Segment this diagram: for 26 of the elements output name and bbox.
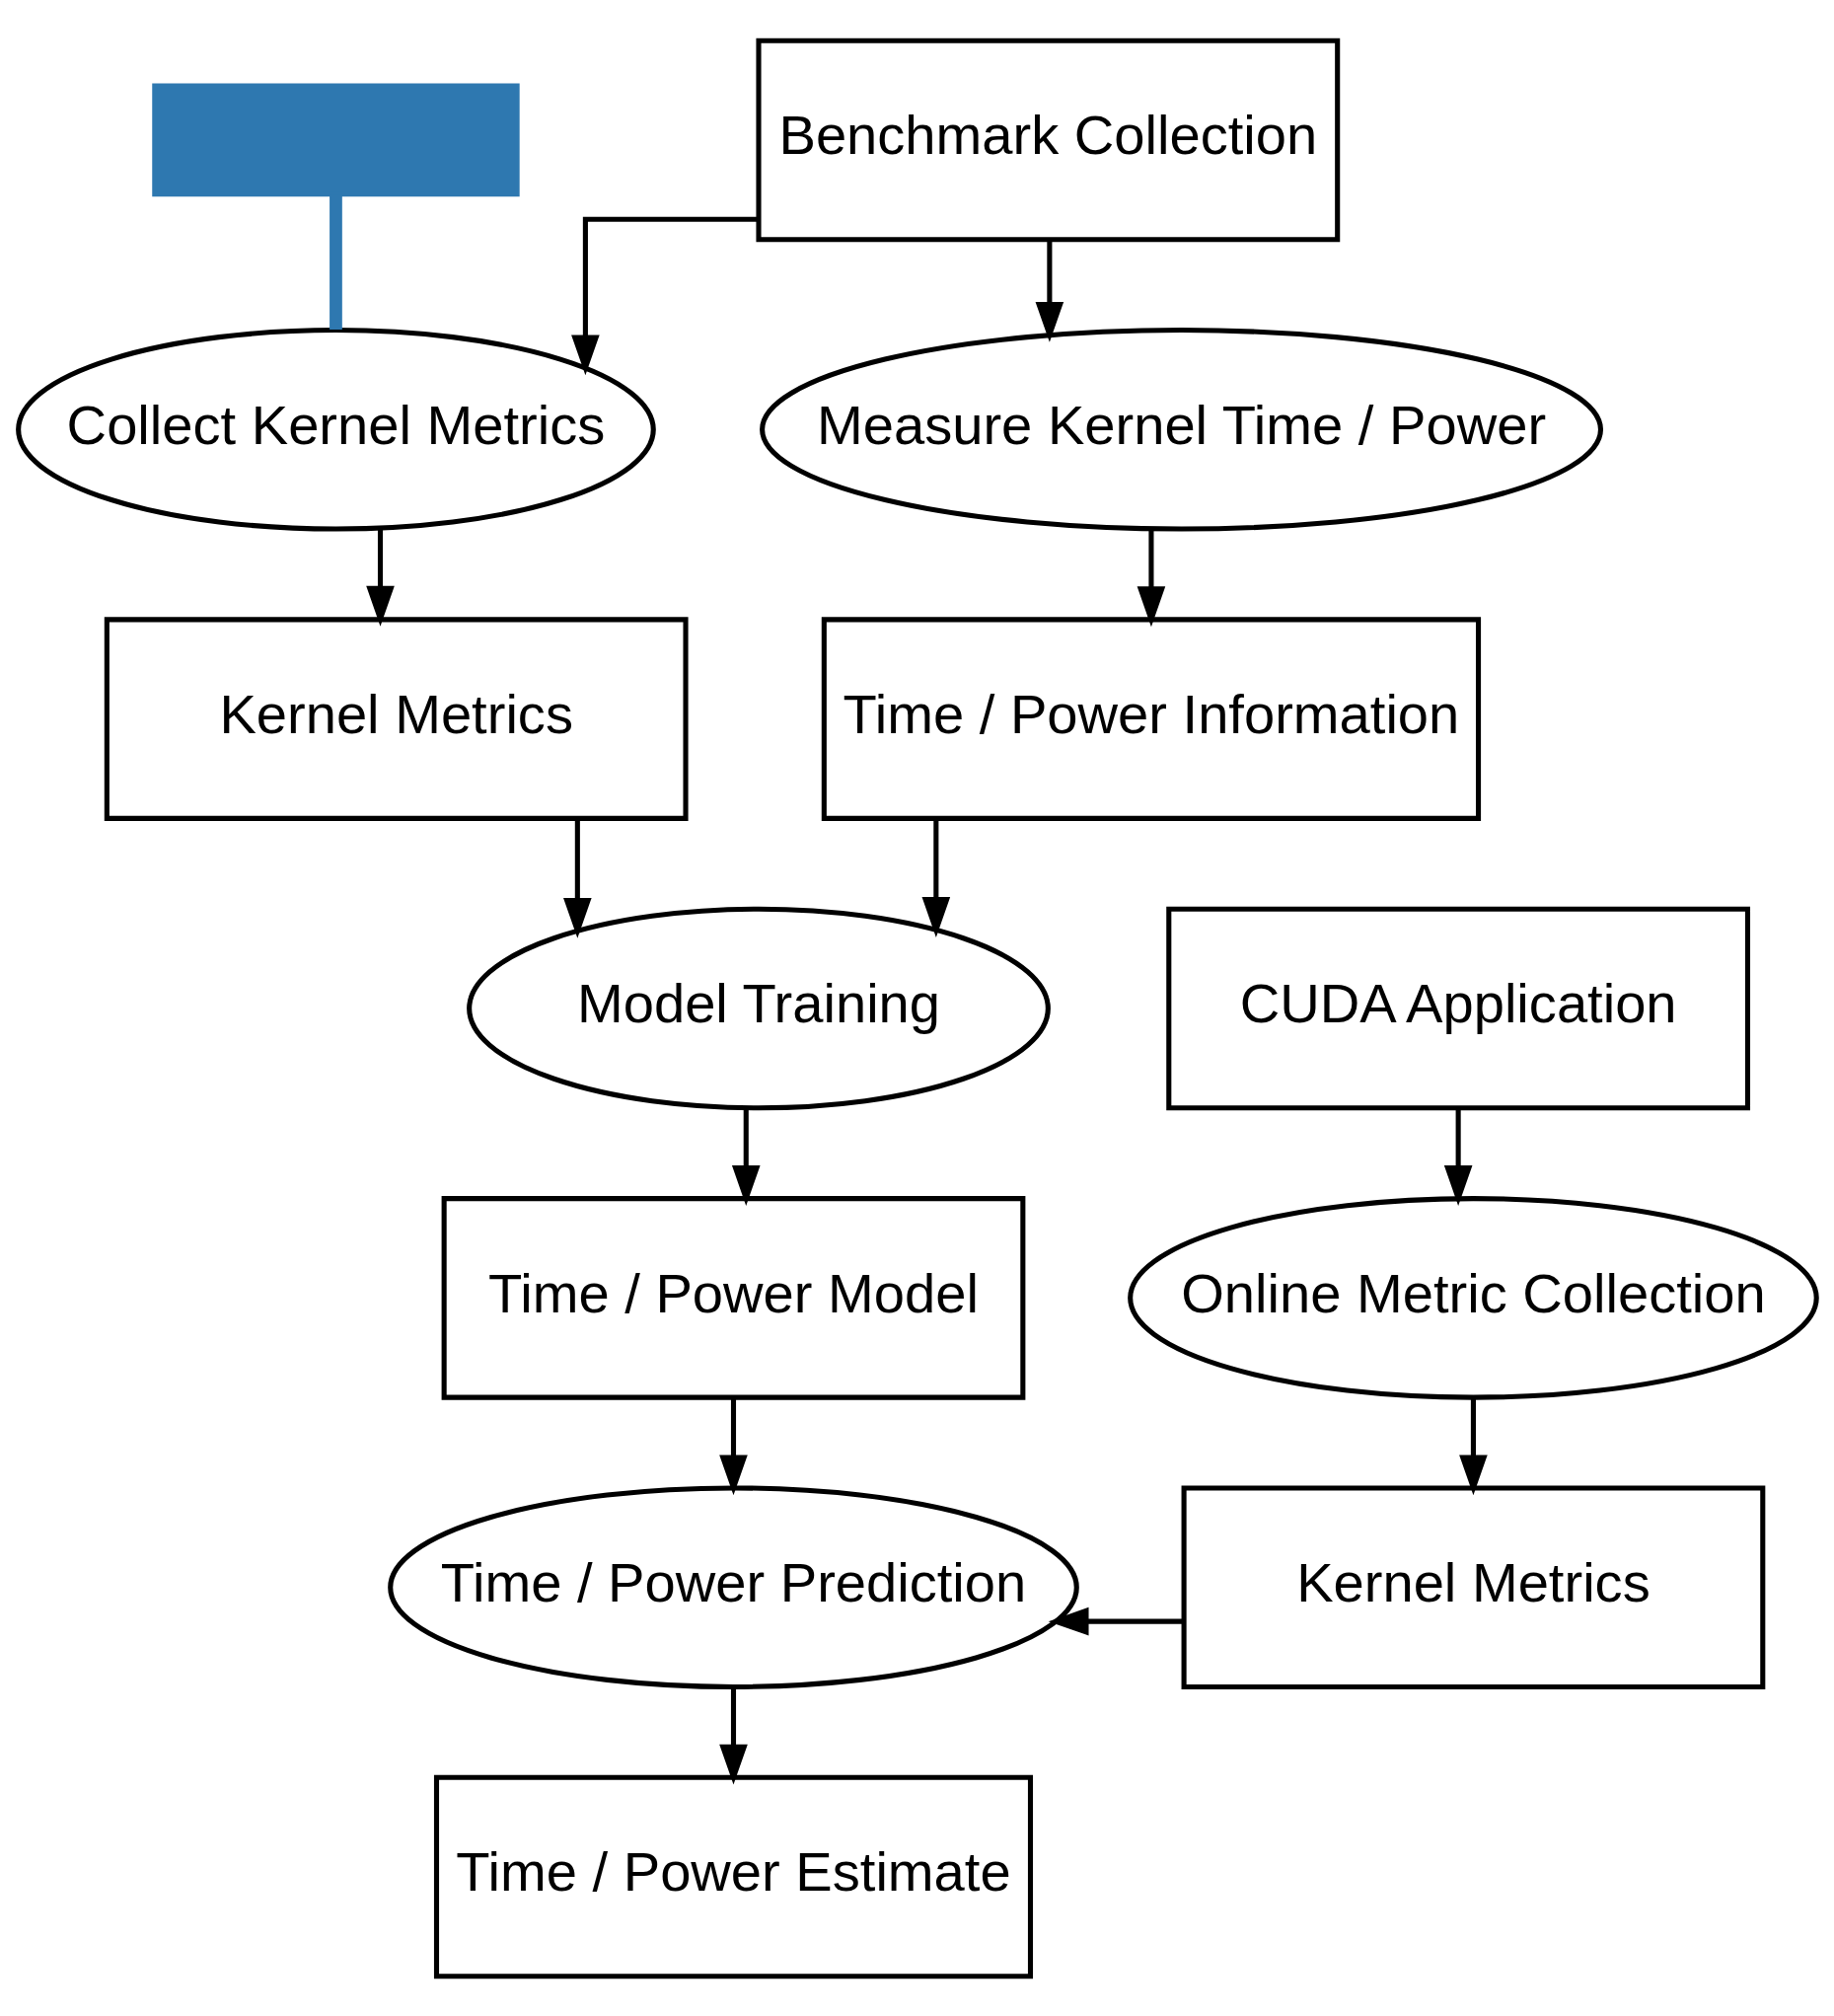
connector bbox=[330, 193, 342, 330]
arrow bbox=[719, 1396, 748, 1495]
arrow bbox=[1137, 528, 1166, 627]
node-box: Kernel Metrics bbox=[104, 616, 689, 821]
node-box: Kernel Metrics bbox=[1181, 1484, 1766, 1689]
arrow bbox=[921, 818, 951, 937]
arrow bbox=[1035, 239, 1064, 342]
arrow bbox=[366, 527, 395, 627]
node-ellipse: Model Training bbox=[467, 906, 1051, 1110]
arrow bbox=[571, 216, 759, 375]
node-ellipse: Measure Kernel Time / Power bbox=[760, 327, 1604, 532]
arrow bbox=[1048, 1606, 1184, 1635]
arrow bbox=[563, 818, 592, 938]
arrow bbox=[719, 1686, 748, 1785]
arrow bbox=[731, 1107, 761, 1206]
node-ellipse: Time / Power Prediction bbox=[388, 1484, 1079, 1689]
arrow bbox=[1443, 1107, 1473, 1206]
node-box: Benchmark Collection bbox=[756, 37, 1341, 242]
node-box bbox=[152, 83, 520, 196]
arrow bbox=[1459, 1396, 1488, 1495]
node-ellipse: Online Metric Collection bbox=[1128, 1195, 1819, 1400]
node-box: CUDA Application bbox=[1166, 906, 1751, 1110]
node-ellipse: Collect Kernel Metrics bbox=[16, 327, 656, 532]
node-box: Time / Power Information bbox=[821, 616, 1482, 821]
node-box: Time / Power Estimate bbox=[433, 1774, 1034, 1979]
node-box: Time / Power Model bbox=[441, 1195, 1026, 1400]
